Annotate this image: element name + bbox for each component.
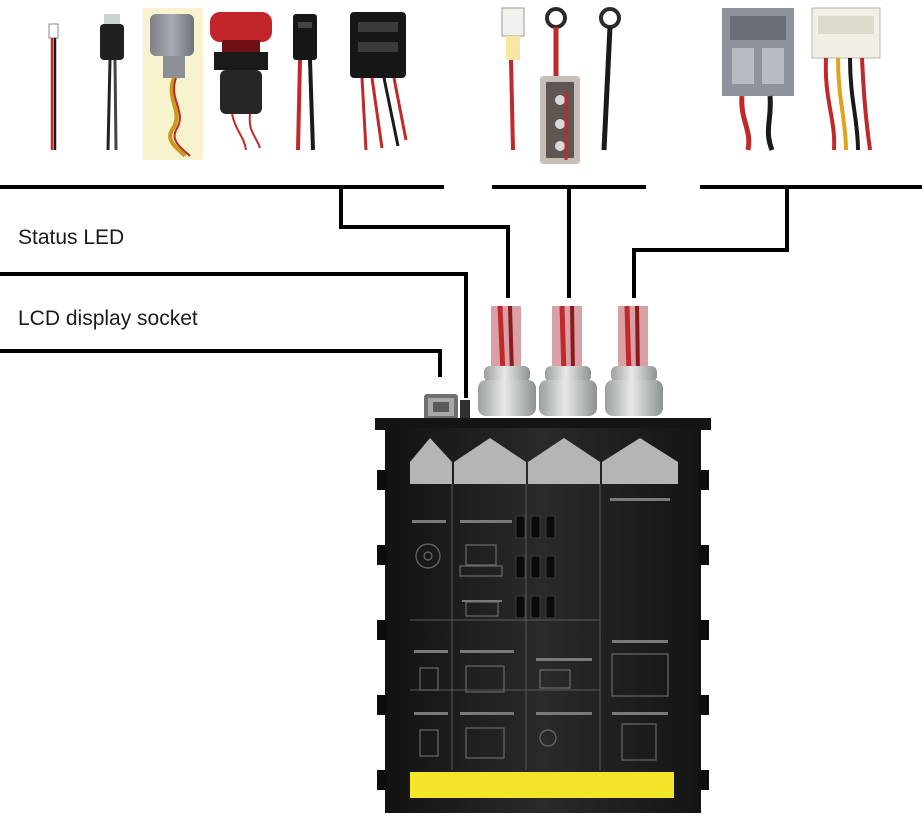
ring-terminal-black xyxy=(599,7,621,151)
connector-arrow-tabs xyxy=(410,438,678,484)
status-led xyxy=(460,400,470,420)
controller-housing xyxy=(375,418,711,813)
cable-gland-1 xyxy=(478,366,536,416)
connector-group-battery xyxy=(722,7,881,151)
status-led-leader xyxy=(0,272,468,398)
yellow-label-strip xyxy=(410,772,674,798)
vent-slots xyxy=(515,515,556,619)
connector-group-power xyxy=(501,7,621,164)
cable-gland-3 xyxy=(605,366,663,416)
multi-pin-connector xyxy=(350,12,408,151)
panel-icons xyxy=(415,543,669,761)
thin-wire-connector xyxy=(48,23,59,150)
lcd-plug-connector xyxy=(143,8,203,160)
status-led-label: Status LED xyxy=(18,226,125,249)
cable-glands xyxy=(478,366,663,416)
lcd-socket-leader xyxy=(0,349,442,377)
cable-bundles xyxy=(491,305,648,375)
molex-connector xyxy=(811,7,881,151)
ring-terminal-red xyxy=(540,7,580,164)
leader-lines xyxy=(0,185,922,398)
cable-gland-2 xyxy=(539,366,597,416)
group1-leader xyxy=(339,187,510,298)
connector-group-led-lcd xyxy=(48,8,408,160)
emergency-stop-button xyxy=(210,12,272,151)
group3-leader xyxy=(632,187,789,298)
led-holder-connector xyxy=(100,14,124,151)
battery-connector xyxy=(722,8,794,151)
lcd-display-socket xyxy=(424,394,458,420)
blade-plug xyxy=(501,7,525,151)
lcd-display-socket-label: LCD display socket xyxy=(18,307,198,330)
two-pin-connector xyxy=(293,14,317,151)
